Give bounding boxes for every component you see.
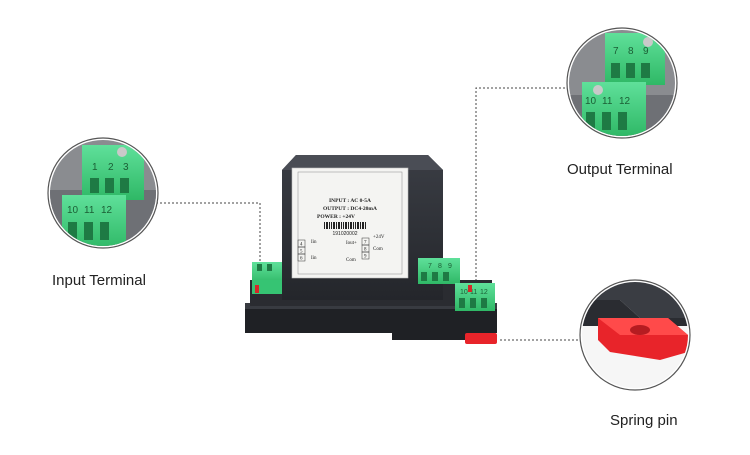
svg-text:8: 8 — [438, 263, 442, 270]
svg-text:8: 8 — [628, 46, 634, 57]
svg-text:5: 5 — [300, 250, 303, 255]
svg-text:11: 11 — [470, 289, 477, 296]
label-line-output: OUTPUT : DC4-20mA — [323, 206, 377, 212]
svg-text:6: 6 — [300, 257, 303, 262]
svg-text:10: 10 — [67, 205, 79, 216]
svg-text:3: 3 — [123, 162, 129, 173]
output-terminal-label: Output Terminal — [567, 161, 673, 178]
svg-text:11: 11 — [84, 205, 95, 216]
input-terminal-zoom: 1 2 3 10 11 12 — [47, 137, 159, 249]
svg-text:10: 10 — [460, 289, 468, 296]
svg-text:1: 1 — [92, 162, 98, 173]
label-line-input: INPUT : AC 0-5A — [329, 198, 371, 204]
leader-lines — [156, 87, 582, 341]
svg-text:12: 12 — [480, 289, 488, 296]
device-spring-pin — [465, 333, 497, 344]
svg-text:+24V: +24V — [373, 235, 385, 240]
svg-text:Iout+: Iout+ — [346, 241, 357, 246]
output-terminal-zoom: 7 8 9 10 11 12 — [566, 27, 678, 139]
spring-pin-label: Spring pin — [610, 412, 678, 429]
svg-text:7: 7 — [613, 46, 619, 57]
label-line-power: POWER : +24V — [317, 214, 355, 220]
label-serial: 191020002 — [332, 231, 357, 237]
device-input-terminal — [252, 262, 282, 294]
svg-text:8: 8 — [364, 248, 367, 253]
svg-text:12: 12 — [619, 96, 631, 107]
svg-text:11: 11 — [602, 96, 613, 107]
svg-text:Iin: Iin — [311, 240, 317, 245]
label-left-pin-diagram: 4 5 6 Iin Iin — [297, 239, 317, 262]
input-terminal-label: Input Terminal — [52, 272, 146, 289]
svg-text:Com: Com — [373, 247, 383, 252]
svg-text:10: 10 — [585, 96, 597, 107]
svg-text:Com: Com — [346, 258, 356, 263]
svg-text:4: 4 — [300, 243, 303, 248]
svg-text:12: 12 — [101, 205, 113, 216]
barcode — [324, 222, 366, 229]
svg-text:7: 7 — [364, 241, 367, 246]
svg-text:Iin: Iin — [311, 256, 317, 261]
svg-text:9: 9 — [448, 263, 452, 270]
label-right-pin-diagram: 7 8 9 Iout+ +24V Com Com — [346, 235, 385, 263]
svg-text:7: 7 — [428, 263, 432, 270]
svg-text:9: 9 — [643, 46, 649, 57]
transmitter-device: INPUT : AC 0-5A OUTPUT : DC4-20mA POWER … — [245, 155, 497, 344]
spring-pin-zoom — [579, 279, 691, 391]
svg-text:2: 2 — [108, 162, 114, 173]
svg-text:9: 9 — [364, 255, 367, 260]
device-output-terminal: 7 8 9 10 11 12 — [418, 258, 495, 311]
